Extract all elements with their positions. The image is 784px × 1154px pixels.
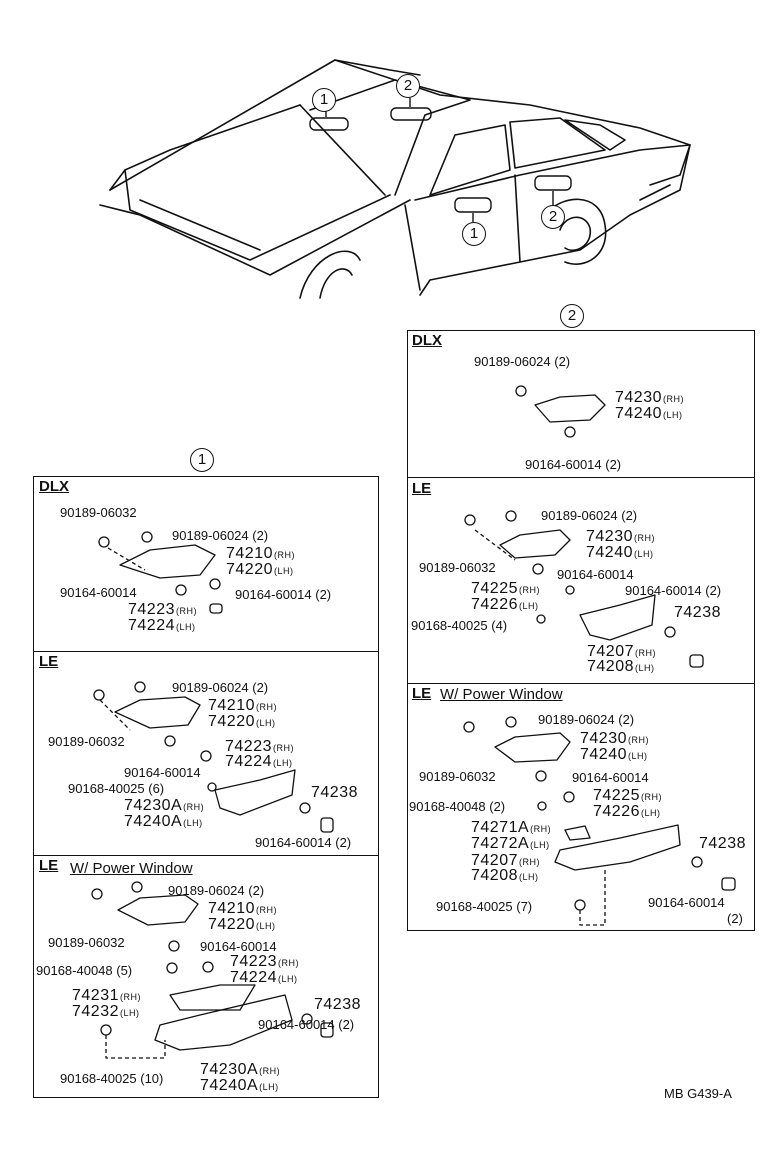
p1-pw-part-74230a: 74230A(RH) — [200, 1061, 281, 1078]
p1-le-part-90189-06032: 90189-06032 — [48, 734, 125, 749]
p1-pw-part-90189-06032: 90189-06032 — [48, 935, 125, 950]
panel-1-dlx-title: DLX — [39, 478, 69, 495]
callout-2-door: 2 — [541, 205, 565, 229]
p2-le-part-74226: 74226(LH) — [471, 596, 539, 613]
p2-le-part-74230: 74230(RH) — [586, 528, 655, 545]
p2-pw-part-74272a: 74272A(LH) — [471, 835, 550, 852]
p1-le-part-90168-40025: 90168-40025 (6) — [68, 781, 165, 796]
p2-dlx-part-74240: 74240(LH) — [615, 405, 683, 422]
p2-pw-part-90164-60014: 90164-60014 — [648, 895, 725, 910]
p2-pw-part-74271a: 74271A(RH) — [471, 819, 552, 836]
panel-2-callout: 2 — [560, 304, 584, 328]
p2-dlx-part-90189-06024: 90189-06024 (2) — [474, 354, 571, 369]
p2-pw-part-90168-40048: 90168-40048 (2) — [409, 799, 506, 814]
panel-1-callout: 1 — [190, 448, 214, 472]
p2-pw-part-74208: 74208(LH) — [471, 867, 539, 884]
p1-pw-part-90168-40048: 90168-40048 (5) — [36, 963, 133, 978]
p2-le-part-74238: 74238 — [674, 604, 721, 621]
p1-le-part-90164-60014: 90164-60014 — [124, 765, 201, 780]
p2-le-part-90164-60014: 90164-60014 — [557, 567, 634, 582]
p1-dlx-part-90189-06032: 90189-06032 — [60, 505, 137, 520]
car-illustration — [99, 59, 691, 299]
p2-pw-part-90189-06024: 90189-06024 (2) — [538, 712, 635, 727]
panel-2 — [407, 330, 755, 931]
p1-pw-part-74240a: 74240A(LH) — [200, 1077, 279, 1094]
p1-pw-part-90189-06024: 90189-06024 (2) — [168, 883, 265, 898]
panel-2-dlx-title: DLX — [412, 332, 442, 349]
callout-1-door: 1 — [462, 222, 486, 246]
p1-le-part-90164-60014-2: 90164-60014 (2) — [255, 835, 352, 850]
p1-pw-part-74238: 74238 — [314, 996, 361, 1013]
p2-pw-part-74238: 74238 — [699, 835, 746, 852]
p1-pw-part-74224: 74224(LH) — [230, 969, 298, 986]
p1-le-part-90189-06024: 90189-06024 (2) — [172, 680, 269, 695]
panel-1-lepw-title: LE — [39, 857, 59, 874]
p2-le-part-74208: 74208(LH) — [587, 658, 655, 675]
panel-2-lepw-subtitle: W/ Power Window — [440, 686, 563, 703]
p2-pw-part-74240: 74240(LH) — [580, 746, 648, 763]
p2-le-part-90168-40025: 90168-40025 (4) — [411, 618, 508, 633]
callout-2-roof: 2 — [396, 74, 420, 98]
p2-pw-part-74226: 74226(LH) — [593, 803, 661, 820]
p1-pw-part-74210: 74210(RH) — [208, 900, 277, 917]
p1-dlx-part-74223: 74223(RH) — [128, 601, 197, 618]
panel-1-le-title: LE — [39, 653, 59, 670]
p1-le-part-74230a: 74230A(RH) — [124, 797, 205, 814]
p2-pw-part-74230: 74230(RH) — [580, 730, 649, 747]
p2-pw-part-74207: 74207(RH) — [471, 852, 540, 869]
p2-pw-part-90164-60014: 90164-60014 — [572, 770, 649, 785]
p1-dlx-part-90164-60014-2: 90164-60014 (2) — [235, 587, 332, 602]
p2-le-part-90164-60014-2: 90164-60014 (2) — [625, 583, 722, 598]
p1-pw-part-74232: 74232(LH) — [72, 1003, 140, 1020]
p2-dlx-part-90164-60014: 90164-60014 (2) — [525, 457, 622, 472]
p2-pw-part-90189-06032: 90189-06032 — [419, 769, 496, 784]
panel-2-lepw-title: LE — [412, 685, 432, 702]
p2-pw-part-74225: 74225(RH) — [593, 787, 662, 804]
panel-2-le-title: LE — [412, 480, 432, 497]
p2-dlx-part-74230: 74230(RH) — [615, 389, 684, 406]
p2-le-part-74207: 74207(RH) — [587, 643, 656, 660]
p1-le-part-74210: 74210(RH) — [208, 697, 277, 714]
callout-1-roof: 1 — [312, 88, 336, 112]
p1-pw-part-74231: 74231(RH) — [72, 987, 141, 1004]
p1-dlx-part-74224: 74224(LH) — [128, 617, 196, 634]
panel-1-lepw-subtitle: W/ Power Window — [70, 860, 193, 877]
panel-1 — [33, 476, 379, 1098]
p1-le-part-74223: 74223(RH) — [225, 738, 294, 755]
p2-pw-part-90168-40025: 90168-40025 (7) — [436, 899, 533, 914]
p1-dlx-part-90164-60014: 90164-60014 — [60, 585, 137, 600]
p1-pw-part-90164-60014-2: 90164-60014 (2) — [258, 1017, 355, 1032]
p1-le-part-74224: 74224(LH) — [225, 753, 293, 770]
p2-pw-part-qty-2: (2) — [727, 911, 743, 926]
p2-le-part-90189-06024: 90189-06024 (2) — [541, 508, 638, 523]
p1-dlx-part-90189-06024: 90189-06024 (2) — [172, 528, 269, 543]
p2-le-part-74225: 74225(RH) — [471, 580, 540, 597]
p2-le-part-90189-06032: 90189-06032 — [419, 560, 496, 575]
p1-le-part-74220: 74220(LH) — [208, 713, 276, 730]
p1-pw-part-90164-60014: 90164-60014 — [200, 939, 277, 954]
p1-le-part-74238: 74238 — [311, 784, 358, 801]
p1-dlx-part-74210: 74210(RH) — [226, 545, 295, 562]
p1-dlx-part-74220: 74220(LH) — [226, 561, 294, 578]
p1-pw-part-74223: 74223(RH) — [230, 953, 299, 970]
p1-pw-part-74220: 74220(LH) — [208, 916, 276, 933]
p1-le-part-74240a: 74240A(LH) — [124, 813, 203, 830]
p2-le-part-74240: 74240(LH) — [586, 544, 654, 561]
diagram-reference-code: MB G439-A — [664, 1086, 732, 1101]
p1-pw-part-90168-40025: 90168-40025 (10) — [60, 1071, 164, 1086]
